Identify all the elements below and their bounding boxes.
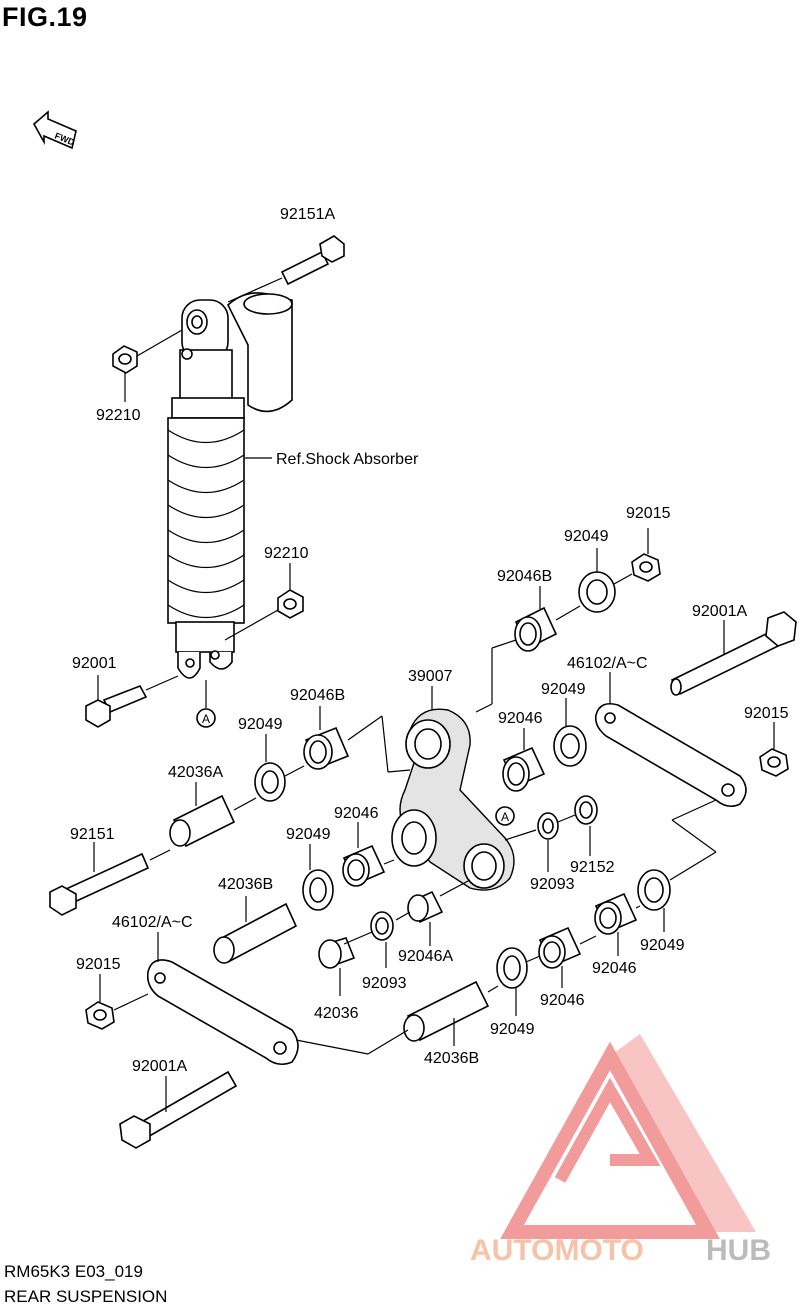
- washer-92093-l: [370, 911, 394, 968]
- seal-92049-top: [578, 548, 616, 613]
- label-42036: 42036: [314, 1005, 359, 1022]
- label-92210-mid: 92210: [264, 545, 309, 562]
- model-code: RM65K3 E03_019: [4, 1262, 143, 1281]
- label-92001A-left: 92001A: [132, 1058, 187, 1075]
- bolt-92001A-right: [670, 611, 797, 696]
- label-46102-right: 46102/A~C: [567, 655, 648, 672]
- link-46102-left: [146, 932, 299, 1066]
- label-42036A: 42036A: [168, 764, 223, 781]
- label-92151: 92151: [70, 826, 115, 843]
- label-92046-mid: 92046: [334, 805, 379, 822]
- label-92049-mid: 92049: [286, 826, 331, 843]
- label-92093-l: 92093: [362, 975, 407, 992]
- bearing-92046-low2: [538, 926, 582, 988]
- bearing-92046-low1: [594, 892, 638, 956]
- seal-92049-low-r: [637, 869, 671, 932]
- seal-92049-low-l: [496, 947, 528, 1016]
- figure-title: FIG.19: [2, 2, 88, 32]
- label-39007: 39007: [408, 668, 453, 685]
- marker-A-right: A: [495, 806, 515, 826]
- label-42036B-right: 42036B: [424, 1050, 479, 1067]
- nut-92210-mid: [224, 563, 304, 641]
- watermark-text-b: HUB: [706, 1234, 771, 1267]
- label-92046-low2: 92046: [540, 992, 585, 1009]
- seal-92049-mid: [302, 844, 334, 911]
- label-92049-r2: 92049: [541, 681, 586, 698]
- label-92046-low1: 92046: [592, 960, 637, 977]
- label-92151A: 92151A: [280, 206, 335, 223]
- nut-92015-right: [759, 722, 789, 777]
- marker-A-left: A: [196, 708, 216, 728]
- label-92046B-left: 92046B: [290, 687, 345, 704]
- seal-92152: [574, 795, 598, 856]
- seal-92049-left: [254, 734, 286, 802]
- fwd-arrow-icon: FWD: [32, 110, 77, 150]
- label-92046A: 92046A: [398, 948, 453, 965]
- bolt-92151: [49, 842, 150, 916]
- washer-92093-r: [537, 812, 559, 872]
- bolt-92001: [85, 675, 179, 728]
- nut-92210-top: [112, 329, 183, 402]
- collar-42036: [318, 937, 356, 996]
- bearing-92046-mid: [342, 822, 386, 887]
- label-92046-r: 92046: [498, 710, 543, 727]
- label-42036B-left: 42036B: [218, 876, 273, 893]
- shock-absorber: [167, 292, 293, 679]
- label-92049-left: 92049: [238, 716, 283, 733]
- link-46102-right: [594, 672, 747, 808]
- marker-A-left-text: A: [202, 712, 210, 726]
- label-92093-r: 92093: [530, 876, 575, 893]
- label-92049-low-r: 92049: [640, 937, 685, 954]
- collar-42036B-left: [213, 896, 298, 964]
- collar-42036A: [169, 782, 236, 848]
- label-92015-top: 92015: [626, 505, 671, 522]
- nut-92015-left: [85, 974, 115, 1030]
- label-92152: 92152: [570, 859, 615, 876]
- automotohub-logo: AUTOMOTO HUB: [470, 1034, 771, 1267]
- label-92049-top: 92049: [564, 528, 609, 545]
- bolt-92151A: [227, 235, 345, 303]
- seal-92049-r2: [553, 698, 587, 767]
- nut-92015-top: [631, 528, 661, 582]
- label-92049-low-l: 92049: [490, 1021, 535, 1038]
- rocker-arm-39007: [391, 686, 515, 891]
- marker-A-right-text: A: [501, 810, 509, 824]
- watermark-text-a: AUTOMOTO: [470, 1234, 644, 1267]
- label-92015-right: 92015: [744, 705, 789, 722]
- collar-42036B-right: [403, 980, 490, 1046]
- bearing-92046B-top: [514, 586, 558, 652]
- bearing-92046-r: [502, 728, 546, 792]
- section-title: REAR SUSPENSION: [4, 1287, 168, 1306]
- label-92210-top: 92210: [96, 407, 141, 424]
- label-92046B-top: 92046B: [497, 568, 552, 585]
- label-92001A-right: 92001A: [692, 603, 747, 620]
- bearing-92046A: [407, 890, 444, 946]
- label-ref-shock-absorber: Ref.Shock Absorber: [276, 451, 419, 468]
- bolt-92001A-left: [119, 1070, 238, 1149]
- label-92015-left: 92015: [76, 956, 121, 973]
- bearing-92046B-left: [303, 706, 350, 770]
- label-46102-left: 46102/A~C: [112, 914, 193, 931]
- label-92001: 92001: [72, 655, 117, 672]
